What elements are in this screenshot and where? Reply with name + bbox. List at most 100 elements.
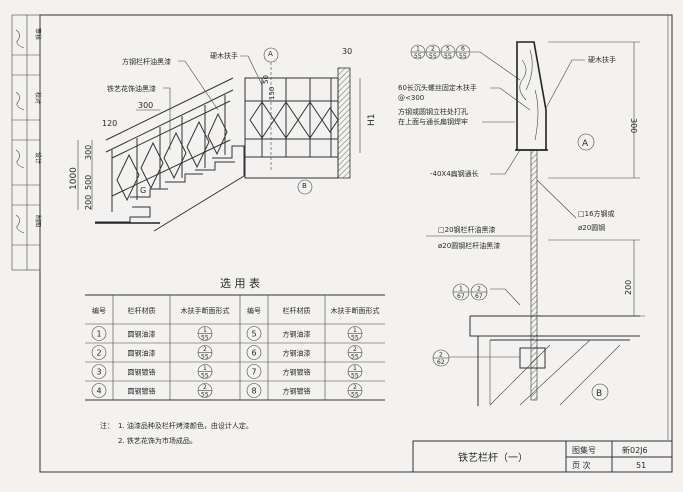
- table-header: 编号: [247, 306, 261, 315]
- page-number: 55: [414, 53, 422, 60]
- row-number: 5: [251, 330, 256, 339]
- dim-g: G: [140, 186, 146, 195]
- rail-material: 方钢油漆: [283, 349, 311, 358]
- label-drill2: 在上面与通长扁钢焊牢: [398, 117, 468, 126]
- page-number: 55: [444, 53, 452, 60]
- page-number: 55: [351, 354, 359, 361]
- detail-number: 2: [353, 346, 357, 353]
- dim-200: 200: [84, 195, 93, 210]
- detail-ref: 267: [470, 283, 488, 301]
- label-square-rail: 方钢栏杆油黑漆: [122, 57, 171, 66]
- note-1: 1. 油漆品种及栏杆烤漆颜色，由设计人定。: [118, 421, 253, 430]
- detail-number: 2: [203, 384, 207, 391]
- strip-label: 校对: [34, 92, 42, 104]
- label-flat-steel: -40X4扁钢通长: [430, 169, 479, 178]
- handrail-section-ref: 255: [347, 345, 363, 361]
- page-number: 55: [201, 373, 209, 380]
- detail-number: 2: [203, 346, 207, 353]
- row-number: 1: [96, 330, 101, 339]
- label-hardwood-handrail: 硬木扶手: [588, 55, 616, 64]
- page-number: 55: [201, 335, 209, 342]
- handrail-section-ref: 255: [197, 345, 213, 361]
- section-marker-b: [297, 179, 313, 195]
- dim-120: 120: [102, 119, 117, 128]
- label-screw: 60长沉头螺丝固定木扶手: [398, 83, 477, 92]
- atlas-value: 新02J6: [622, 445, 648, 455]
- table-header: 编号: [92, 306, 106, 315]
- table-header: 栏杆材质: [283, 306, 311, 315]
- dim-500: 500: [84, 175, 93, 190]
- dim-50: 50: [262, 75, 270, 84]
- dim-1000: 1000: [69, 167, 79, 190]
- page-number: 55: [429, 53, 437, 60]
- handrail-section-ref: 155: [197, 326, 213, 342]
- page-number: 55: [351, 392, 359, 399]
- label-post2: ø20圆钢: [578, 223, 605, 232]
- detail-ref: 555: [440, 44, 456, 60]
- table-title: 选 用 表: [220, 276, 260, 290]
- detail-number: 2: [439, 352, 443, 359]
- page-number: 55: [201, 392, 209, 399]
- rail-material: 圆钢油漆: [128, 349, 156, 358]
- dim-150: 150: [268, 87, 276, 100]
- dim-30: 30: [342, 47, 352, 56]
- strip-label: 制图: [34, 215, 42, 227]
- detail-ref-base: 262: [432, 349, 450, 367]
- page-number: 62: [437, 359, 445, 366]
- handrail-section-ref: 155: [347, 326, 363, 342]
- label-handrail: 硬木扶手: [210, 51, 238, 60]
- page-number: 67: [457, 293, 465, 300]
- row-number: 8: [251, 387, 256, 396]
- title-block: 铁艺栏杆（一） 图集号 新02J6 页 次 51: [412, 440, 673, 473]
- section-marker-a-detail: [577, 133, 595, 151]
- handrail-section-ref: 255: [197, 383, 213, 399]
- dim-300: 300: [84, 145, 93, 160]
- note-2: 2. 铁艺花饰为市场成品。: [118, 436, 197, 445]
- row-number: 6: [251, 349, 256, 358]
- handrail-section-ref: 155: [197, 364, 213, 380]
- strip-label: 设计: [34, 152, 42, 164]
- row-number-circle: [91, 364, 107, 379]
- detail-ref: 655: [455, 44, 471, 60]
- detail-number: 1: [203, 327, 207, 334]
- row-number-circle: [91, 383, 107, 398]
- notes: 注： 1. 油漆品种及栏杆烤漆颜色，由设计人定。 2. 铁艺花饰为市场成品。: [100, 421, 253, 445]
- row-number-circle: [246, 383, 262, 398]
- signature: [15, 214, 25, 234]
- row-number: 3: [96, 368, 101, 377]
- sheet-frame: [39, 14, 673, 473]
- detail-number: 6: [461, 46, 465, 53]
- detail-ref: 155: [410, 44, 426, 60]
- marker-b-detail-label: B: [596, 389, 602, 399]
- detail-number: 1: [203, 365, 207, 372]
- detail-number: 1: [459, 286, 463, 293]
- row-number-circle: [246, 345, 262, 360]
- handrail-section-ref: 155: [347, 364, 363, 380]
- detail-number: 5: [446, 46, 450, 53]
- atlas-label: 图集号: [572, 445, 596, 455]
- dim-300-spacing: 300: [138, 101, 153, 110]
- detail-ref: 255: [425, 44, 441, 60]
- dim-200-b: 200: [624, 280, 633, 295]
- detail-number: 2: [353, 384, 357, 391]
- stair-elevation: 1000 300 500 200 120 300 G 方钢栏杆油黑漆 铁艺花饰油…: [69, 47, 377, 232]
- page-number: 55: [351, 335, 359, 342]
- rail-material: 方钢油漆: [283, 330, 311, 339]
- table-header: 栏杆材质: [128, 306, 156, 315]
- rail-material: 圆钢镀铬: [128, 368, 156, 377]
- label-drill1: 方钢或圆钢立柱处打孔: [398, 107, 468, 116]
- section-marker-b-detail: [591, 383, 609, 401]
- page-value: 51: [636, 461, 646, 470]
- detail-number: 2: [477, 286, 481, 293]
- detail-number: 2: [431, 46, 435, 53]
- rail-material: 方钢镀铬: [283, 368, 311, 377]
- page-number: 55: [351, 373, 359, 380]
- notes-prefix: 注：: [100, 421, 114, 430]
- detail-number: 1: [353, 327, 357, 334]
- page-label: 页 次: [572, 460, 591, 470]
